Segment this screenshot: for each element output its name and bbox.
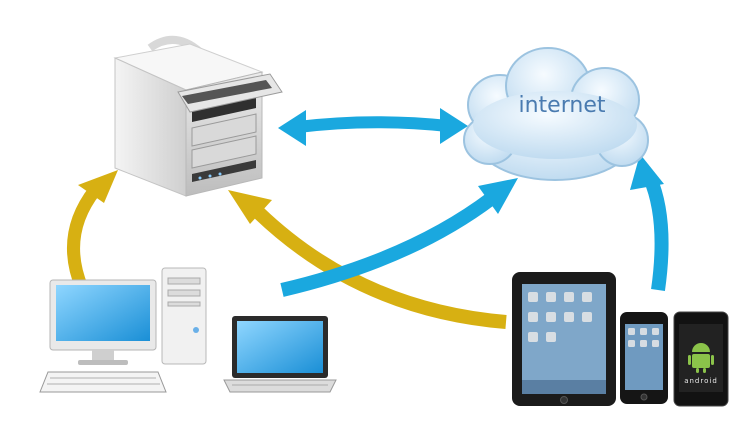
arrow-tablet-to-server — [228, 190, 507, 329]
arrow-laptop-to-cloud — [280, 178, 518, 297]
android-phone-icon: android — [673, 311, 729, 407]
tablet-icon — [512, 272, 616, 406]
laptop-icon — [223, 316, 337, 393]
cloud-label: internet — [519, 93, 606, 118]
desktop-computer-icon — [39, 267, 207, 393]
internet-cloud-icon: internet — [463, 47, 649, 181]
smartphone-icon — [620, 312, 668, 404]
android-robot-icon — [688, 343, 714, 373]
android-logo-label: android — [684, 377, 718, 385]
nas-server-icon — [113, 36, 283, 197]
arrow-server-cloud — [278, 108, 468, 146]
arrow-phone-to-cloud — [630, 154, 669, 291]
arrow-desktop-to-server — [67, 170, 118, 291]
